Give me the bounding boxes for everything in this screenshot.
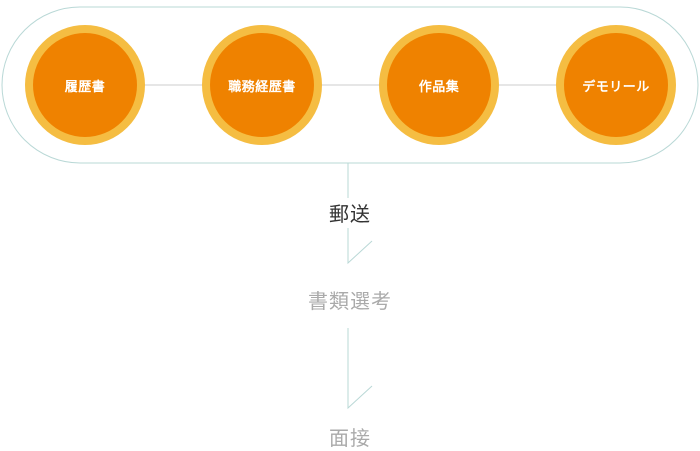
step-interview: 面接 [329, 426, 371, 450]
document-demo-reel: デモリール [556, 25, 676, 145]
document-work-history: 職務経歴書 [202, 25, 322, 145]
step-arrow-2 [347, 328, 373, 410]
step-arrow-1 [347, 228, 373, 265]
documents-group-outline [1, 6, 699, 164]
step-mail: 郵送 [329, 202, 371, 226]
document-resume: 履歴書 [25, 25, 145, 145]
document-work-history-label: 職務経歴書 [210, 33, 314, 137]
step-document-screening: 書類選考 [308, 289, 392, 313]
document-portfolio: 作品集 [379, 25, 499, 145]
document-resume-label: 履歴書 [33, 33, 137, 137]
document-portfolio-label: 作品集 [387, 33, 491, 137]
document-demo-reel-label: デモリール [564, 33, 668, 137]
